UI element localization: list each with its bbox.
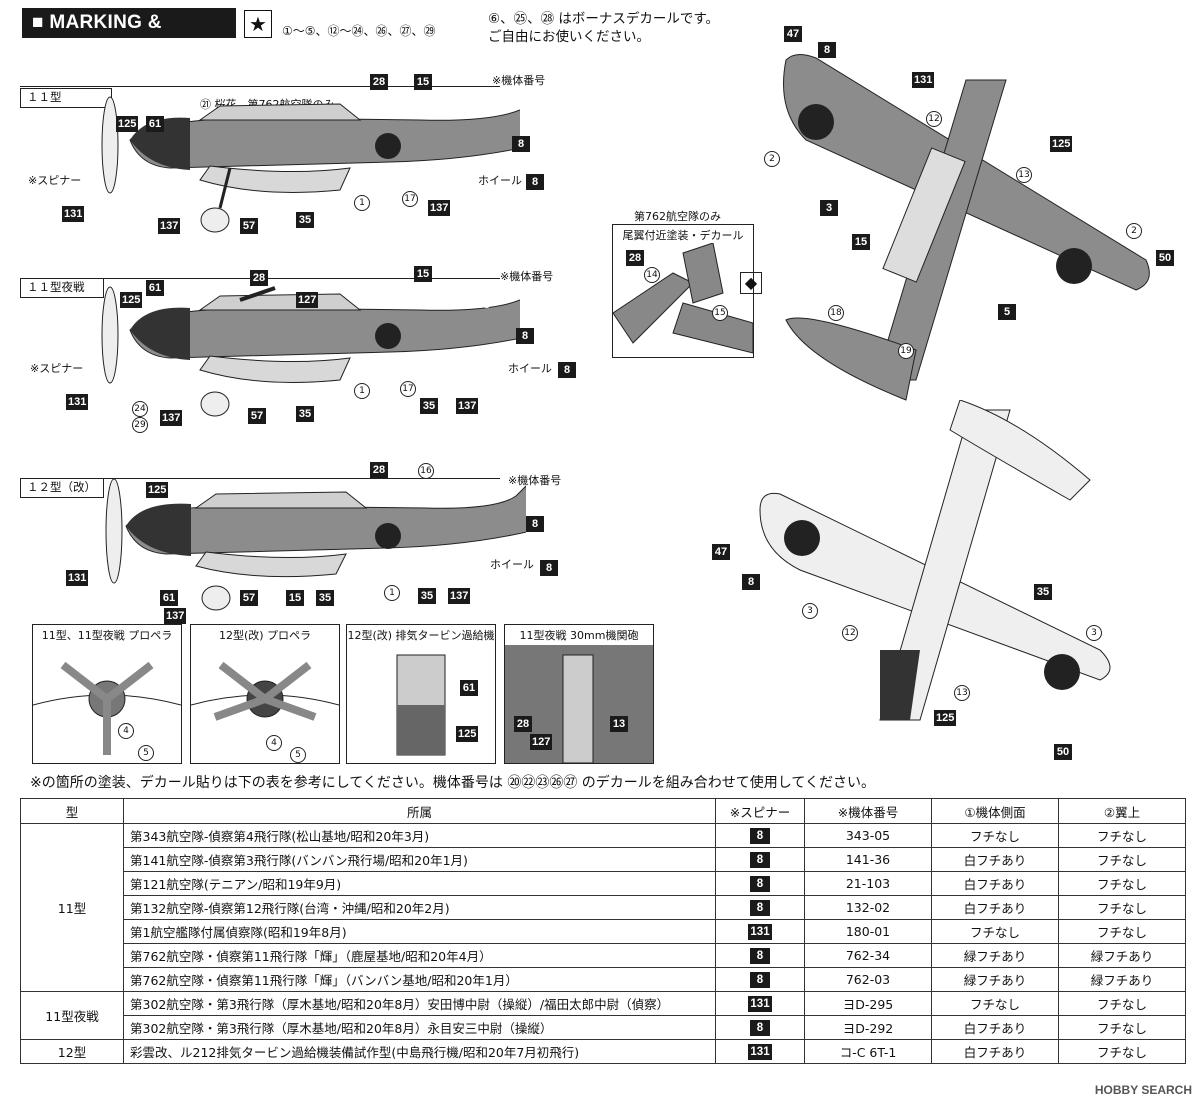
label-type11n: １１型夜戦 (20, 278, 104, 298)
wheel-note-12: ホイール (490, 558, 534, 571)
watermark: HOBBY SEARCH (1094, 1083, 1192, 1097)
table-row: 第132航空隊-偵察第12飛行隊(台湾・沖縄/昭和20年2月) 8 132-02… (21, 895, 1186, 920)
inset-762-title: 第762航空隊のみ (634, 210, 721, 223)
star-icon: ★ (244, 10, 272, 38)
aircraft-side-type11n: ヨD-295 (101, 286, 520, 417)
table-row: 第1航空艦隊付属偵察隊(昭和19年8月) 131 180-01 フチなし フチな… (21, 919, 1186, 944)
label-type12: １２型（改） (20, 478, 104, 498)
kitai-note-12: ※機体番号 (508, 474, 562, 487)
table-row: 11型 第343航空隊-偵察第4飛行隊(松山基地/昭和20年3月) 8 343-… (20, 823, 1186, 992)
table-row: 第141航空隊-偵察第3飛行隊(バンバン飛行場/昭和20年1月) 8 141-3… (21, 847, 1186, 872)
detail-propeller-11: 11型、11型夜戦 プロペラ (32, 624, 182, 764)
col-number: ※機体番号 (804, 798, 932, 824)
aircraft-top-view (783, 54, 1150, 401)
table-row: 第121航空隊(テニアン/昭和19年9月) 8 21-103 白フチあり フチな… (21, 871, 1186, 896)
col-spinner: ※スピナー (715, 798, 805, 824)
col-unit: 所属 (123, 798, 716, 824)
table-row: 12型 彩雲改、ル212排気タービン過給機装備試作型(中島飛行機/昭和20年7月… (20, 1039, 1186, 1064)
tail-code-11n: ヨD-295 (450, 300, 490, 311)
wheel-note-11n: ホイール (508, 362, 552, 375)
spinner-note-11: ※スピナー (28, 174, 82, 187)
section-title: ■ MARKING & PAINTING (22, 8, 236, 63)
table-row: 第762航空隊・偵察第11飛行隊「輝」（バンバン基地/昭和20年1月） 8 76… (21, 967, 1186, 992)
tail-code-11: 343-05 (440, 110, 475, 121)
decal-list: ①～⑤、⑫～㉔、㉖、㉗、㉙ (282, 24, 436, 38)
aircraft-side-type11: 343-05 (101, 96, 520, 233)
col-wing: ②翼上 (1058, 798, 1186, 824)
col-side: ①機体側面 (931, 798, 1059, 824)
detail-30mm: 11型夜戦 30mm機関砲 (504, 624, 654, 764)
callout-125: 125 (116, 116, 139, 132)
kitai-note-11n: ※機体番号 (500, 270, 554, 283)
detail-propeller-12: 12型(改) プロペラ (190, 624, 340, 764)
aircraft-side-type12: コ-C 6T-1 (105, 478, 526, 611)
decal-arrow-icon: ◆ (740, 272, 762, 294)
table-row: 第762航空隊・偵察第11飛行隊「輝」（鹿屋基地/昭和20年4月） 8 762-… (21, 943, 1186, 968)
inset-762: 尾翼付近塗装・デカール (612, 224, 754, 358)
spinner-note-11n: ※スピナー (30, 362, 84, 375)
aircraft-under-view (759, 400, 1111, 721)
marking-table: 型 所属 ※スピナー ※機体番号 ①機体側面 ②翼上 11型 第343航空隊-偵… (20, 798, 1186, 1064)
table-row: 11型夜戦 第302航空隊・第3飛行隊（厚木基地/昭和20年8月）安田博中尉（操… (20, 991, 1186, 1040)
detail-turbo: 12型(改) 排気タービン過給機 (346, 624, 496, 764)
table-row: 第302航空隊・第3飛行隊（厚木基地/昭和20年8月）永目安三中尉（操縦） 8 … (21, 1015, 1186, 1040)
bonus-note: ⑥、㉕、㉘ はボーナスデカールです。ご自由にお使いください。 (488, 11, 720, 45)
wheel-note-11: ホイール (478, 174, 522, 187)
label-type11: １１型 (20, 88, 112, 108)
table-note: ※の箇所の塗装、デカール貼りは下の表を参考にしてください。機体番号は ⑳㉒㉓㉖㉗… (30, 775, 875, 791)
tail-code-12: コ-C 6T-1 (456, 494, 501, 505)
kitai-note-11: ※機体番号 (492, 74, 546, 87)
col-type: 型 (20, 798, 124, 824)
